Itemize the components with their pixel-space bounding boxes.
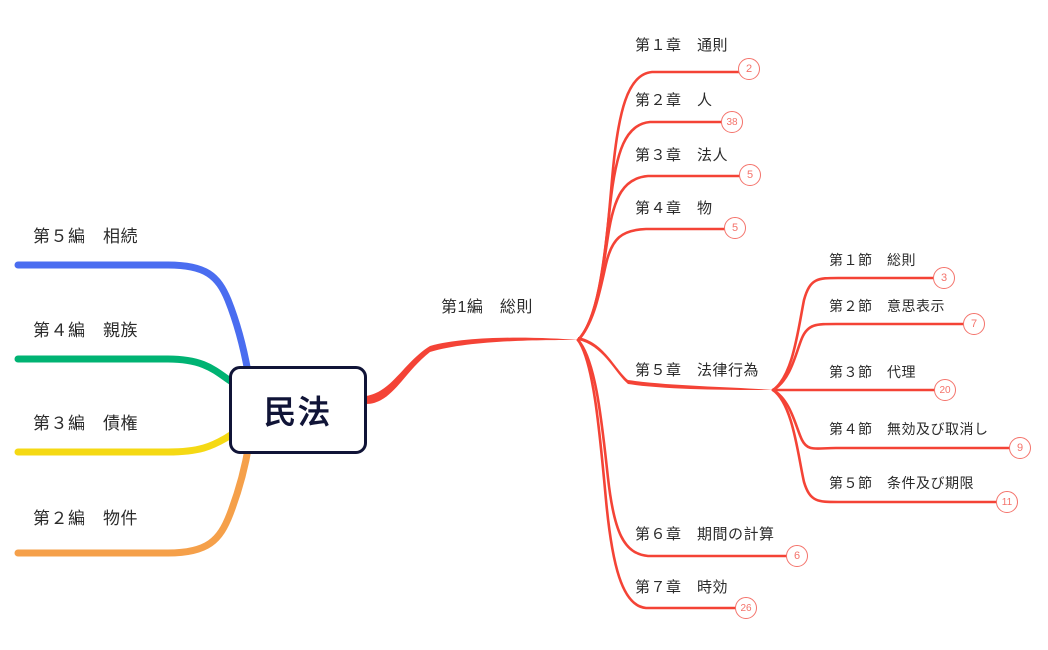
label-chapter-4[interactable]: 第４章 物 [635,200,713,217]
connector-hen-1-trunk [366,337,578,404]
badge-section-1[interactable]: 3 [933,267,955,289]
badge-chapter-2[interactable]: 38 [721,111,743,133]
root-node[interactable]: 民法 [229,366,367,454]
label-section-4[interactable]: 第４節 無効及び取消し [829,421,989,437]
connector-chapter-7 [576,338,738,610]
label-hen-2[interactable]: 第２編 物件 [33,509,138,528]
badge-section-3[interactable]: 20 [934,379,956,401]
label-section-2[interactable]: 第２節 意思表示 [829,298,945,314]
root-node-label: 民法 [263,394,332,430]
label-section-1[interactable]: 第１節 総則 [829,252,916,268]
label-chapter-5[interactable]: 第５章 法律行為 [635,362,760,379]
connector-section-1 [771,276,936,392]
label-section-5[interactable]: 第５節 条件及び期限 [829,475,974,491]
label-chapter-1[interactable]: 第１章 通則 [635,37,729,54]
label-chapter-6[interactable]: 第６章 期間の計算 [635,526,775,543]
connector-section-2 [771,322,966,392]
badge-chapter-3[interactable]: 5 [739,164,761,186]
badge-section-4[interactable]: 9 [1009,437,1031,459]
label-hen-1[interactable]: 第1編 総則 [441,299,533,316]
badge-chapter-7[interactable]: 26 [735,597,757,619]
connector-chapter-4 [576,227,728,342]
connector-hen-4 [14,355,244,391]
connector-hen-2 [14,440,253,557]
badge-section-5[interactable]: 11 [996,491,1018,513]
connector-section-5 [771,388,998,504]
label-chapter-2[interactable]: 第２章 人 [635,92,713,109]
badge-section-2[interactable]: 7 [963,313,985,335]
label-hen-4[interactable]: 第４編 親族 [33,321,138,340]
label-hen-3[interactable]: 第３編 債権 [33,414,138,433]
badge-chapter-6[interactable]: 6 [786,545,808,567]
badge-chapter-1[interactable]: 2 [738,58,760,80]
label-chapter-7[interactable]: 第７章 時効 [635,579,729,596]
connector-section-4 [771,388,1012,450]
connector-chapter-6 [576,338,788,558]
connector-hen-5 [14,261,252,376]
label-hen-5[interactable]: 第５編 相続 [33,227,138,246]
badge-chapter-4[interactable]: 5 [724,217,746,239]
label-section-3[interactable]: 第３節 代理 [829,364,916,380]
label-chapter-3[interactable]: 第３章 法人 [635,147,729,164]
